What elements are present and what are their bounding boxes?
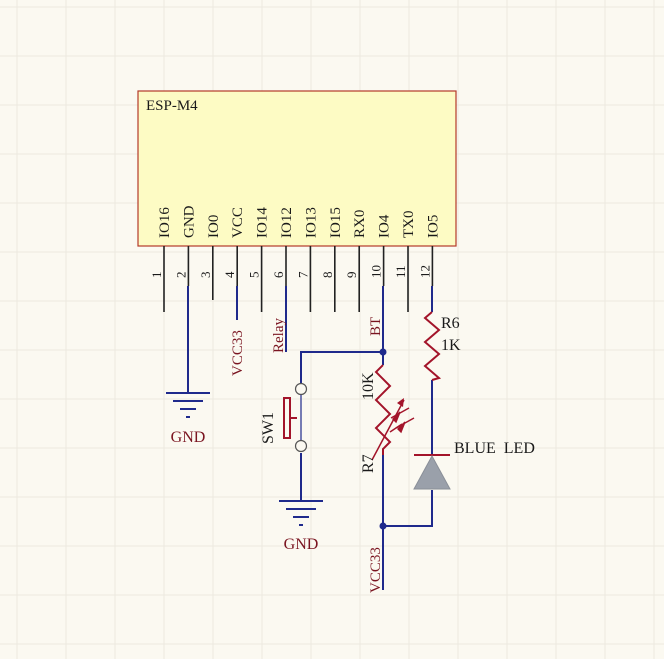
net-label-gnd-1: GND	[171, 429, 206, 446]
pin-number: 5	[247, 272, 262, 279]
r6-ref: R6	[441, 315, 460, 332]
pin-number: 12	[417, 265, 432, 278]
r6-value: 1K	[441, 337, 461, 354]
pin-number: 6	[271, 271, 286, 278]
r7-ref: R7	[360, 454, 377, 473]
pin-label: IO5	[425, 215, 441, 238]
sw1-ref: SW1	[260, 412, 277, 444]
pin-label: IO12	[279, 207, 295, 238]
sw1-switch	[283, 382, 308, 453]
ground-symbol-2	[279, 500, 323, 526]
net-label-bt: BT	[368, 317, 384, 336]
pin-number: 8	[320, 272, 335, 279]
pin-number: 2	[173, 272, 188, 279]
blue-led	[390, 407, 451, 490]
pin-label: IO15	[328, 207, 344, 238]
pin-label: IO16	[157, 207, 173, 238]
pin-label: IO14	[255, 207, 271, 238]
net-label-relay: Relay	[271, 318, 287, 353]
pin-label: TX0	[401, 211, 417, 239]
junction-dot-bt	[379, 348, 387, 356]
wire-led-vcc33	[383, 490, 433, 527]
r7-value: 10K	[360, 372, 377, 400]
pin-label: RX0	[352, 210, 368, 238]
pin-number: 11	[393, 265, 408, 278]
net-label-gnd-2: GND	[284, 536, 319, 553]
junction-dot-vcc33	[379, 522, 387, 530]
pin-number: 10	[369, 265, 384, 278]
pin-label: IO0	[206, 215, 222, 238]
led-label: BLUE LED	[454, 440, 535, 457]
pin-number: 7	[295, 271, 310, 278]
module-pins: IO16 1 GND 2 IO0 3 VCC 4 IO14 5 IO12 6 IO13 7 IO15 8 RX0…	[149, 205, 441, 312]
pin-label: VCC	[230, 207, 246, 238]
module-body	[137, 90, 457, 247]
pin-number: 9	[344, 272, 359, 279]
ground-symbol-1	[166, 392, 210, 418]
r6-resistor	[423, 311, 442, 381]
net-label-vcc33-top: VCC33	[230, 330, 246, 376]
pin-number: 4	[222, 271, 237, 278]
module-name: ESP-M4	[146, 98, 198, 114]
pin-number: 1	[149, 272, 164, 279]
pin-label: GND	[181, 205, 197, 238]
pin-label: IO13	[303, 207, 319, 238]
pin-number: 3	[198, 272, 213, 279]
wire-bt-sw1	[300, 351, 383, 383]
net-label-vcc33-bottom: VCC33	[368, 547, 384, 593]
pin-label: IO4	[377, 214, 393, 238]
